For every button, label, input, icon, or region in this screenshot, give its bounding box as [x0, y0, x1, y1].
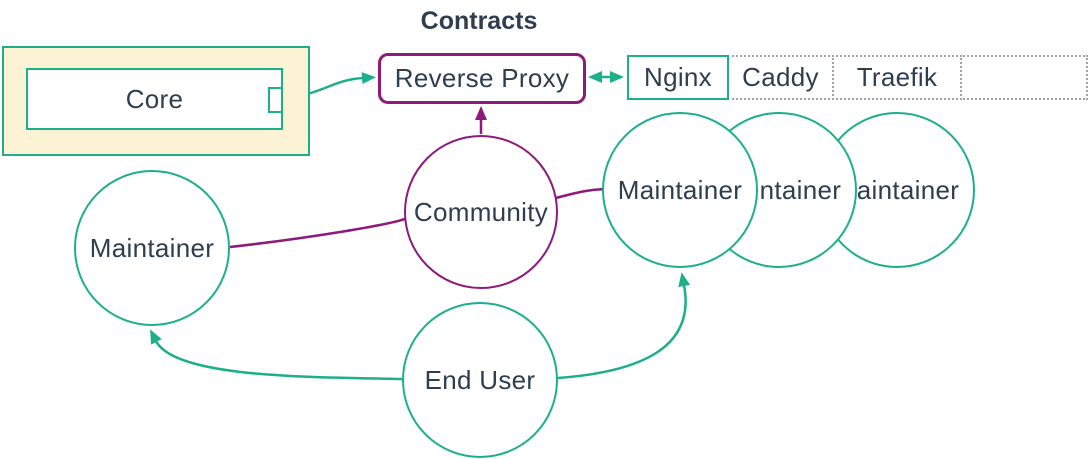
node-traefik-label: Traefik	[856, 62, 938, 92]
node-maintainer-left: Maintainer	[74, 170, 230, 326]
node-traefik: Traefik	[832, 55, 962, 100]
node-caddy-label: Caddy	[742, 62, 819, 92]
node-maintainer-right-1: Maintainer	[602, 112, 758, 268]
node-core-label: Core	[125, 83, 184, 114]
subgraph-title-contracts: Contracts	[420, 7, 538, 35]
node-reverse-proxy-label: Reverse Proxy	[394, 63, 570, 93]
node-maintainer-right-1-label: Maintainer	[617, 174, 743, 205]
node-community-label: Community	[413, 196, 549, 227]
node-nginx-label: Nginx	[644, 62, 712, 92]
edge-community-maintainer-left	[229, 216, 408, 249]
node-proxy-empty-slot	[960, 55, 1088, 100]
node-nginx: Nginx	[627, 55, 729, 100]
node-core: Core	[26, 68, 283, 130]
node-community: Community	[404, 135, 558, 289]
edge-end-user-to-maintainer-left	[150, 329, 403, 381]
edge-end-user-to-maintainer-right	[557, 272, 691, 380]
node-reverse-proxy: Reverse Proxy	[378, 53, 586, 104]
node-caddy: Caddy	[727, 55, 834, 100]
node-maintainer-left-label: Maintainer	[89, 232, 215, 263]
core-output-port	[268, 87, 283, 113]
node-end-user-label: End User	[424, 364, 536, 395]
node-end-user: End User	[402, 302, 558, 458]
edge-community-maintainer-right	[555, 187, 605, 200]
